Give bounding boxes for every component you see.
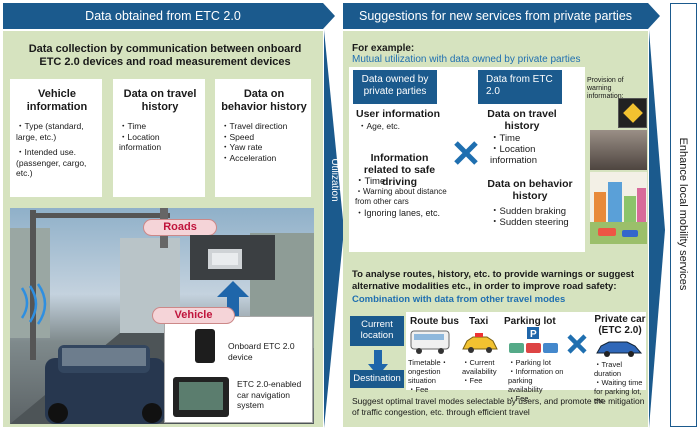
- vehicle-info-card: Vehicle information ・Type (standard, lar…: [10, 79, 102, 197]
- current-location-box: Current location: [350, 316, 404, 346]
- header-arrow: [323, 3, 335, 29]
- suggest-text: Suggest optimal travel modes selectable …: [352, 396, 645, 417]
- current-location-text: Current location: [360, 319, 394, 341]
- example-label: For example:: [352, 43, 415, 54]
- private-car-icon: [596, 341, 643, 357]
- utilization-label: Utilization: [324, 130, 344, 230]
- taxi-icon: [462, 333, 498, 353]
- parking-item: ・Fee: [508, 394, 529, 403]
- right-header: Suggestions for new services from privat…: [343, 3, 648, 29]
- destination-text: Destination: [353, 373, 401, 384]
- behavior-item: ・Sudden braking: [490, 206, 567, 217]
- right-header-text: Suggestions for new services from privat…: [359, 9, 633, 23]
- card-item: ・Time: [119, 121, 147, 131]
- device-box: Onboard ETC 2.0 device ETC 2.0-enabled c…: [164, 316, 313, 423]
- driver-photo: [590, 130, 647, 170]
- header-arrow-right: [648, 3, 660, 29]
- down-arrow: [368, 350, 388, 376]
- side-box: [670, 3, 697, 427]
- behavior-history-card: Data on behavior history ・Travel directi…: [215, 79, 311, 197]
- mode-title-parking: Parking lot: [504, 316, 556, 327]
- example-sub: Mutual utilization with data owned by pr…: [352, 54, 581, 65]
- taxi-item: ・Current availability: [462, 358, 497, 376]
- left-header: Data obtained from ETC 2.0: [3, 3, 323, 29]
- side-label-text: Enhance local mobility services: [677, 137, 689, 291]
- card-item: ・Speed: [221, 131, 255, 142]
- roads-text: Roads: [163, 221, 197, 233]
- parking-icon: P: [509, 327, 558, 353]
- card-item: ・Type (standard, large, etc.): [16, 121, 84, 142]
- etc-device-image: [195, 329, 215, 363]
- safe-driving-title: Information related to safe driving: [363, 152, 436, 188]
- safe-item: ・Warning about distance from other cars: [355, 187, 447, 206]
- device2-label: ETC 2.0-enabled car navigation system: [237, 379, 302, 410]
- left-header-text: Data obtained from ETC 2.0: [85, 9, 241, 23]
- user-info-item: ・Age, etc.: [358, 121, 401, 131]
- roads-label: Roads: [143, 219, 217, 236]
- collection-title: Data collection by communication between…: [28, 43, 302, 68]
- card-item: ・Acceleration: [221, 152, 277, 163]
- etc-data-box: Data from ETC 2.0: [478, 70, 562, 104]
- card-item: ・Location information: [119, 131, 162, 153]
- parking-item: ・Information on parking availability: [508, 367, 564, 394]
- travel-history-card: Data on travel history ・Time ・Location i…: [113, 79, 205, 197]
- town-illustration: [590, 172, 647, 244]
- combination-text: Combination with data from other travel …: [352, 294, 566, 305]
- behavior-title: Data on behavior history: [487, 178, 573, 202]
- user-info-title: User information: [356, 108, 441, 120]
- analyse-text: To analyse routes, history, etc. to prov…: [352, 269, 635, 292]
- private-data-box: Data owned by private parties: [353, 70, 437, 104]
- card-title: Vehicle information: [26, 88, 88, 113]
- travel-item: ・Location information: [490, 144, 537, 166]
- bus-icon: [410, 330, 450, 354]
- up-arrow: [217, 281, 249, 317]
- destination-box: Destination: [350, 370, 404, 388]
- mode-title-bus: Route bus: [410, 316, 459, 327]
- safe-item: ・Time: [355, 176, 386, 187]
- card-item: ・Intended use. (passenger, cargo, etc.): [16, 147, 87, 178]
- private-data-text: Data owned by private parties: [361, 74, 429, 97]
- car-item: ・Travel duration: [594, 360, 623, 378]
- svg-text:P: P: [530, 329, 537, 340]
- etc-data-text: Data from ETC 2.0: [486, 74, 553, 97]
- car-navigation-image: [173, 377, 229, 417]
- cross-icon-modes: [567, 334, 587, 354]
- utilization-arrow: [324, 30, 344, 428]
- mode-title-private-car: Private car (ETC 2.0): [594, 314, 646, 336]
- bus-item: Timetable・ongestion situation: [408, 358, 449, 385]
- card-item: ・Travel direction: [221, 121, 288, 131]
- sensor-graphic: [208, 249, 242, 269]
- card-title: Data on behavior history: [221, 88, 307, 113]
- utilization-text: Utilization: [329, 158, 340, 202]
- parking-item: ・Parking lot: [508, 358, 551, 367]
- behavior-item: ・Sudden steering: [490, 217, 569, 228]
- card-title: Data on travel history: [123, 88, 197, 113]
- road-sensor-photo: [190, 235, 275, 280]
- town-graphic: [590, 182, 647, 244]
- vehicle-label: Vehicle: [152, 307, 235, 324]
- warning-display-image: [618, 98, 647, 128]
- device1-label: Onboard ETC 2.0 device: [228, 341, 295, 362]
- cross-icon: [454, 141, 478, 165]
- warning-caption: Provision of warning information:: [587, 77, 624, 100]
- travel-title: Data on travel history: [487, 108, 557, 132]
- safe-item: ・Ignoring lanes, etc.: [355, 208, 441, 218]
- card-item: ・Yaw rate: [221, 142, 263, 152]
- side-label: Enhance local mobility services: [674, 114, 692, 314]
- mode-title-taxi: Taxi: [469, 316, 489, 327]
- car-item: ・Waiting time for parking lot, etc: [594, 378, 643, 405]
- side-arrow: [649, 30, 665, 428]
- travel-item: ・Time: [490, 133, 521, 144]
- bus-item: ・Fee: [408, 385, 429, 394]
- vehicle-text: Vehicle: [174, 309, 213, 321]
- taxi-item: ・Fee: [462, 376, 483, 385]
